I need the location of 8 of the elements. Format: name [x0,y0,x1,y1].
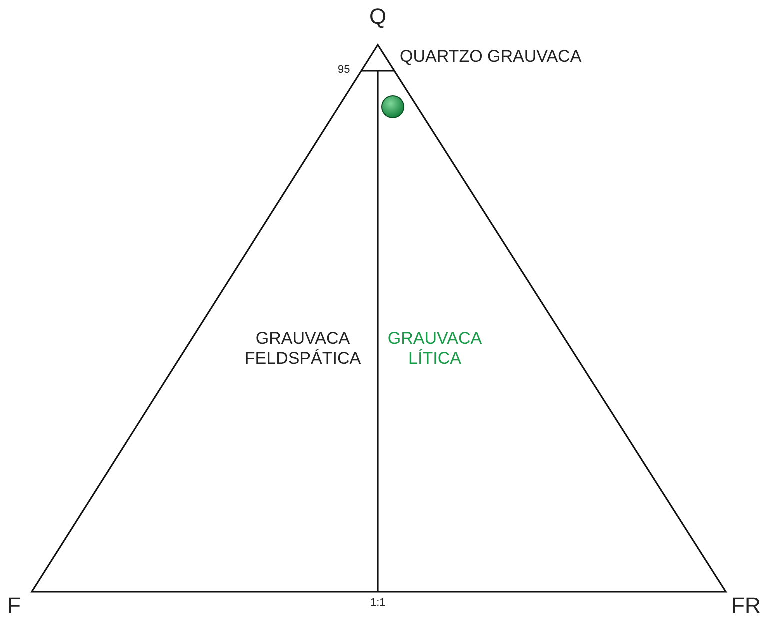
vertex-label: Q [370,4,387,30]
tick-label: 95 [338,64,350,77]
vertex-label: F [8,593,21,617]
field-label: QUARTZO GRAUVACA [400,47,582,67]
field-label: GRAUVACA LÍTICA [386,329,484,368]
vertex-label: FR [732,593,761,617]
field-label: GRAUVACA FELDSPÁTICA [244,329,362,368]
tick-label: 1:1 [370,597,386,610]
